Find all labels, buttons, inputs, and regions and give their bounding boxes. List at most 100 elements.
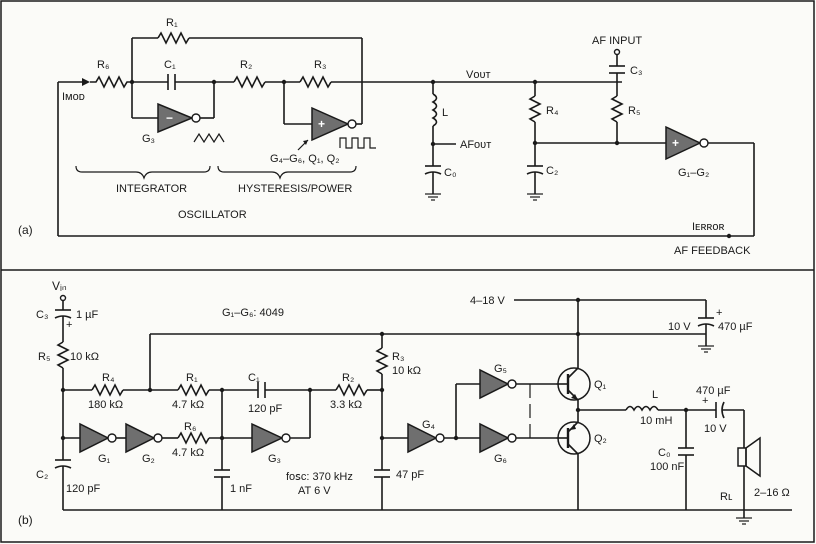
q1-collector-leg [567,367,579,379]
c1-b-value: 120 pF [248,403,283,415]
supply-cap-voltage: 10 V [668,321,691,333]
c2-b-label: C₂ [36,469,48,481]
g3-sign: − [166,111,173,125]
af-input-label: AF INPUT [592,35,642,47]
resistor-r6 [90,75,132,89]
panel-b: (b) Vᵢₙ C₃ 1 µF + R₅ 10 kΩ C₂ 120 pF G₁–… [18,279,792,527]
inverter-g6 [479,422,510,454]
square-wave-icon [339,137,376,149]
supply-label: 4–18 V [470,295,506,307]
c2-label: C₂ [546,165,558,177]
inverter-g4 [407,422,438,454]
q2-label: Q₂ [594,433,607,445]
fosc-label: fᴏꜱᴄ: 370 kHz [286,471,353,483]
resistor-r2-b [335,383,368,397]
g4-g6-label: G₄–G₆, Q₁, Q₂ [270,153,339,165]
vout-label: Vᴏᴜᴛ [466,69,491,81]
r2-label: R₂ [240,59,252,71]
af-feedback-label: AF FEEDBACK [674,245,751,257]
r1-b-label: R₁ [186,372,198,384]
r2-b-label: R₂ [342,372,354,384]
inverter-g6-bubble [507,433,517,443]
r6-label: R₆ [97,59,109,71]
buffer-g1-g2-bubble [699,138,709,148]
buffer-g4-g6 [311,106,350,142]
inverter-g2-bubble [153,433,163,443]
r3-label: R₃ [314,59,326,71]
q2-collector-leg [567,443,579,455]
g2-b-label: G₂ [142,453,155,465]
vin-label: Vᵢₙ [52,279,67,293]
c3-b-value: 1 µF [76,309,99,321]
ground-icon [697,345,715,353]
junction-dot [147,387,153,393]
ground-icon [526,193,544,201]
rl-label: Rʟ [720,491,733,503]
resistor-r3-b [375,347,389,375]
l-b-value: 10 mH [640,415,672,427]
r4-label: R₄ [546,105,559,117]
inverter-g3 [157,102,194,134]
speaker-cone-icon [745,436,761,478]
resistor-r5-b [56,341,70,369]
c1-label: C₁ [164,59,176,71]
r5-b-value: 10 kΩ [70,351,99,363]
resistor-r6-b [177,431,210,445]
g4-b-label: G₄ [422,419,436,431]
inductor-l-b [625,405,659,412]
hysteresis-label: HYSTERESIS/POWER [238,183,352,195]
inverter-g3-b-bubble [281,433,291,443]
supply-cap-value: 470 µF [718,321,753,333]
q1-emitter-arrow-icon [571,394,578,400]
c47-value: 47 pF [396,469,424,481]
c3-label: C₃ [630,65,642,77]
imod-arrow-icon [82,78,90,86]
ground-icon [735,517,753,525]
inverter-g3-b [251,422,284,454]
hysteresis-brace [217,165,357,180]
inverter-g2 [125,422,156,454]
r2-b-value: 3.3 kΩ [330,399,362,411]
resistor-r1-b [177,383,210,397]
c0-b-value: 100 nF [650,461,685,473]
ierror-label: Iᴇʀʀᴏʀ [692,221,724,233]
c0-b-label: C₀ [658,447,671,459]
r3-b-value: 10 kΩ [392,365,421,377]
afout-label: AFᴏᴜᴛ [460,139,491,151]
c1nf-value: 1 nF [230,483,252,495]
supply-cap-plus: + [716,307,722,319]
panel-b-label: (b) [18,513,33,527]
c2-b-value: 120 pF [66,483,101,495]
ground-icon [424,193,442,201]
l-b-label: L [652,389,658,401]
rl-value: 2–16 Ω [754,487,790,499]
c0-label: C₀ [444,167,457,179]
g1-g2-label: G₁–G₂ [678,167,709,179]
c3-b-label: C₃ [36,309,48,321]
g6-label: G₆ [494,453,507,465]
g5-label: G₅ [494,363,507,375]
resistor-r5 [610,95,624,123]
panel-a: (a) Iᴍᴏᴅ R₆ R₁ C₁ − G₃ R₂ [18,17,755,257]
g1-b-label: G₁ [98,453,111,465]
r6-b-label: R₆ [184,421,196,433]
gates-note: G₁–G₆: 4049 [222,307,284,319]
pointer-arrow-icon [303,140,308,145]
resistor-r3 [299,75,332,89]
resistor-r4-b [91,383,124,397]
inverter-g4-bubble [435,433,445,443]
resistor-r2 [233,75,266,89]
resistor-r1 [157,31,190,45]
r6-b-value: 4.7 kΩ [172,447,204,459]
triangle-wave-icon [193,132,225,144]
r1-b-value: 4.7 kΩ [172,399,204,411]
out-cap-plus: + [702,395,708,407]
oscillator-label: OSCILLATOR [178,209,247,221]
q1-label: Q₁ [594,379,607,391]
inverter-g5-bubble [507,379,517,389]
integrator-label: INTEGRATOR [116,183,187,195]
r4-b-label: R₄ [102,372,115,384]
inductor-l [431,93,438,127]
junction-dot [379,387,385,393]
